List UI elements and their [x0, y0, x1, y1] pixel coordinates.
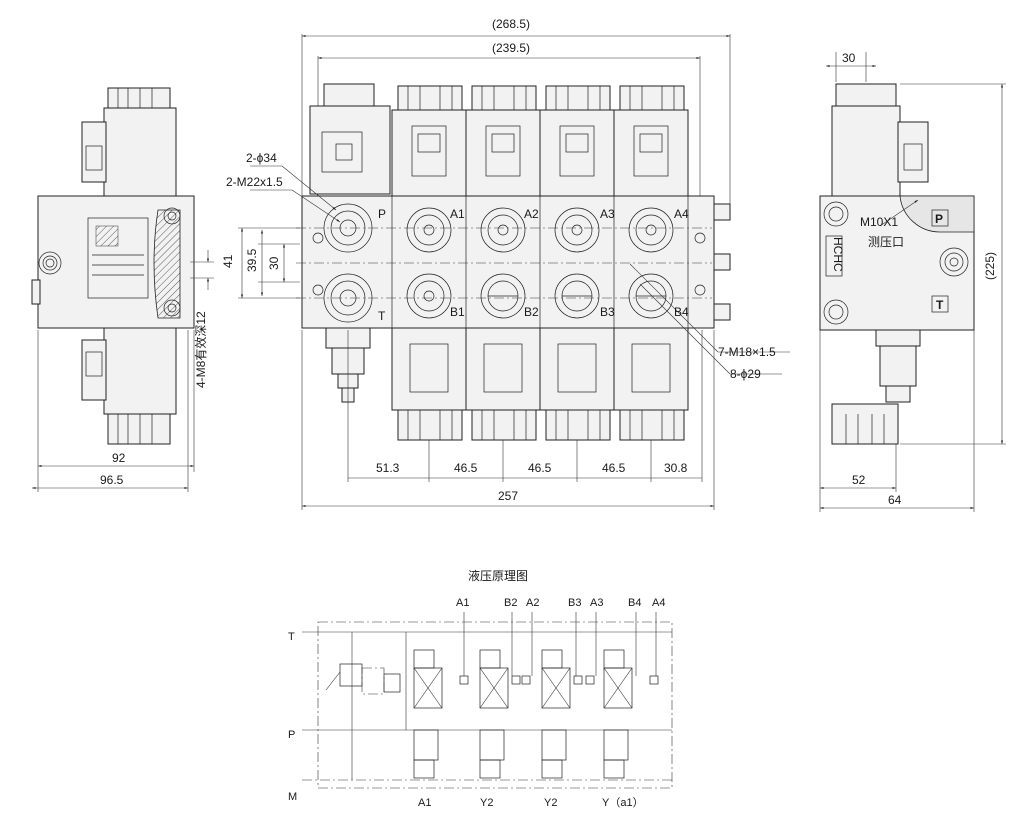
dim-right-w1: 52: [852, 473, 866, 487]
right-port-p: P: [935, 212, 943, 226]
schematic-bottom-ya1: Y（a1）: [602, 796, 644, 809]
schematic-top-a1: A1: [456, 597, 469, 609]
port-label-b1: B1: [450, 305, 465, 319]
left-side-view: [31, 87, 214, 492]
port-label-b3: B3: [600, 305, 615, 319]
dim-seg-2: 46.5: [454, 461, 478, 475]
dim-left-h3: 30: [267, 256, 281, 270]
schematic-top-a3: A3: [590, 597, 603, 609]
port-label-a1: A1: [450, 207, 465, 221]
dim-bottom-total: 257: [498, 489, 518, 503]
callout-gauge-thread: M10X1: [860, 215, 898, 229]
schematic-top-a4: A4: [652, 597, 665, 609]
dim-side-depth1: 92: [112, 451, 126, 465]
dim-seg-1: 51.3: [376, 461, 400, 475]
dim-seg-4: 46.5: [602, 461, 626, 475]
dim-right-w2: 64: [888, 493, 902, 507]
schematic-title: 液压原理图: [468, 568, 528, 583]
dim-left-h2: 39.5: [245, 248, 259, 272]
schematic-left-t: T: [288, 631, 295, 643]
port-label-b2: B2: [524, 305, 539, 319]
right-port-t: T: [936, 298, 944, 312]
callout-thread-m18: 7-M18×1.5: [718, 345, 776, 359]
port-label-a2: A2: [524, 207, 539, 221]
schematic-bottom-a1: A1: [418, 797, 431, 809]
port-label-a4: A4: [674, 207, 689, 221]
dim-inner-width: (239.5): [492, 41, 530, 55]
port-label-a3: A3: [600, 207, 615, 221]
dim-right-top: 30: [842, 51, 856, 65]
port-label-t: T: [378, 309, 386, 323]
schematic-top-a2: A2: [526, 597, 539, 609]
dim-seg-3: 46.5: [528, 461, 552, 475]
port-label-p: P: [378, 207, 386, 221]
schematic-bottom-y2a: Y2: [480, 797, 493, 809]
callout-gauge-port: 测压口: [868, 235, 904, 249]
schematic-top-b4: B4: [628, 597, 641, 609]
front-view: [238, 34, 790, 510]
schematic-bottom-y2b: Y2: [544, 797, 557, 809]
schematic-left-m: M: [288, 791, 297, 803]
callout-thread-m22: 2-M22x1.5: [226, 175, 283, 189]
dim-seg-5: 30.8: [664, 461, 688, 475]
dim-mount-hole: 4-M8有效深12: [193, 311, 208, 388]
port-label-b4: B4: [674, 305, 689, 319]
right-side-view: [819, 52, 1006, 512]
callout-holes-d34: 2-ϕ34: [246, 151, 277, 165]
schematic-top-b2: B2: [504, 597, 517, 609]
dim-right-height: (225): [983, 252, 997, 280]
dim-side-depth2: 96.5: [100, 473, 124, 487]
hydraulic-schematic: [302, 612, 673, 789]
callout-holes-d29: 8-ϕ29: [730, 367, 761, 381]
dim-left-h1: 41: [221, 254, 235, 268]
schematic-top-b3: B3: [568, 597, 581, 609]
schematic-left-p: P: [288, 729, 295, 741]
dim-overall-width: (268.5): [492, 17, 530, 31]
right-brand: HCHC: [831, 237, 845, 272]
